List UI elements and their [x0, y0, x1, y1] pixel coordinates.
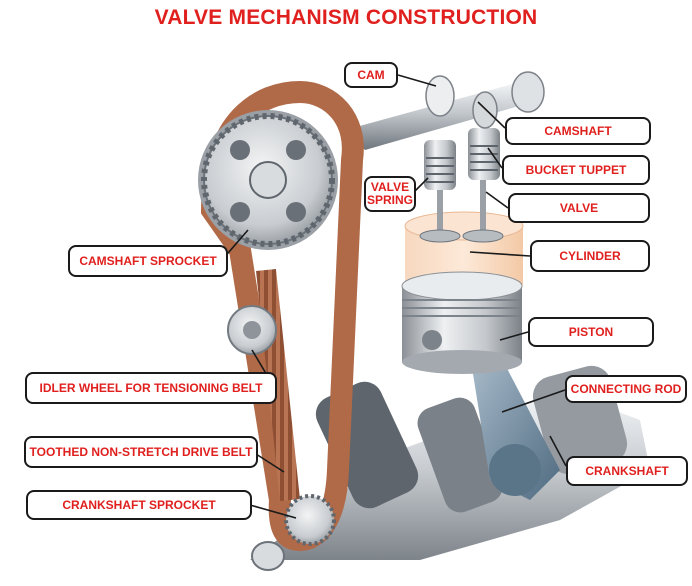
connecting-rod-shape: [470, 355, 560, 500]
leader-drive-belt: [255, 453, 285, 473]
label-valve: VALVE: [508, 193, 650, 223]
label-connecting-rod: CONNECTING ROD: [565, 375, 687, 403]
crankshaft-sprocket-shape: [284, 494, 336, 546]
label-camshaft: CAMSHAFT: [505, 117, 651, 145]
diagram-title: VALVE MECHANISM CONSTRUCTION: [154, 6, 538, 29]
label-camshaft-sprocket: CAMSHAFT SPROCKET: [68, 245, 228, 277]
idler-wheel-shape: [227, 305, 277, 355]
leader-bucket-tuppet: [487, 147, 503, 169]
valve-springs-shape: [424, 128, 500, 190]
camshaft-shape: [345, 71, 545, 150]
label-bucket-tuppet: BUCKET TUPPET: [502, 155, 650, 185]
leader-cylinder: [469, 251, 531, 257]
label-cam: CAM: [344, 62, 398, 88]
leader-crankshaft: [549, 435, 567, 467]
label-valve-spring: VALVE SPRING: [364, 176, 416, 212]
label-idler-wheel: IDLER WHEEL FOR TENSIONING BELT: [25, 372, 277, 404]
label-piston: PISTON: [528, 317, 654, 347]
leader-valve: [485, 191, 509, 209]
piston-shape: [401, 271, 523, 374]
timing-belt-shape: [200, 80, 364, 552]
leader-connecting-rod: [501, 389, 566, 413]
camshaft-sprocket-shape: [198, 110, 338, 250]
leader-cam: [397, 74, 437, 87]
label-drive-belt: TOOTHED NON-STRETCH DRIVE BELT: [24, 436, 258, 468]
label-cylinder: CYLINDER: [530, 240, 650, 272]
label-crankshaft-sprocket: CRANKSHAFT SPROCKET: [26, 490, 252, 520]
leader-piston: [499, 331, 529, 341]
leader-crankshaft-sprocket: [249, 504, 297, 519]
label-crankshaft: CRANKSHAFT: [566, 456, 688, 486]
valves-shape: [419, 172, 504, 243]
leader-valve-spring: [413, 177, 429, 193]
leader-camshaft: [477, 101, 506, 129]
